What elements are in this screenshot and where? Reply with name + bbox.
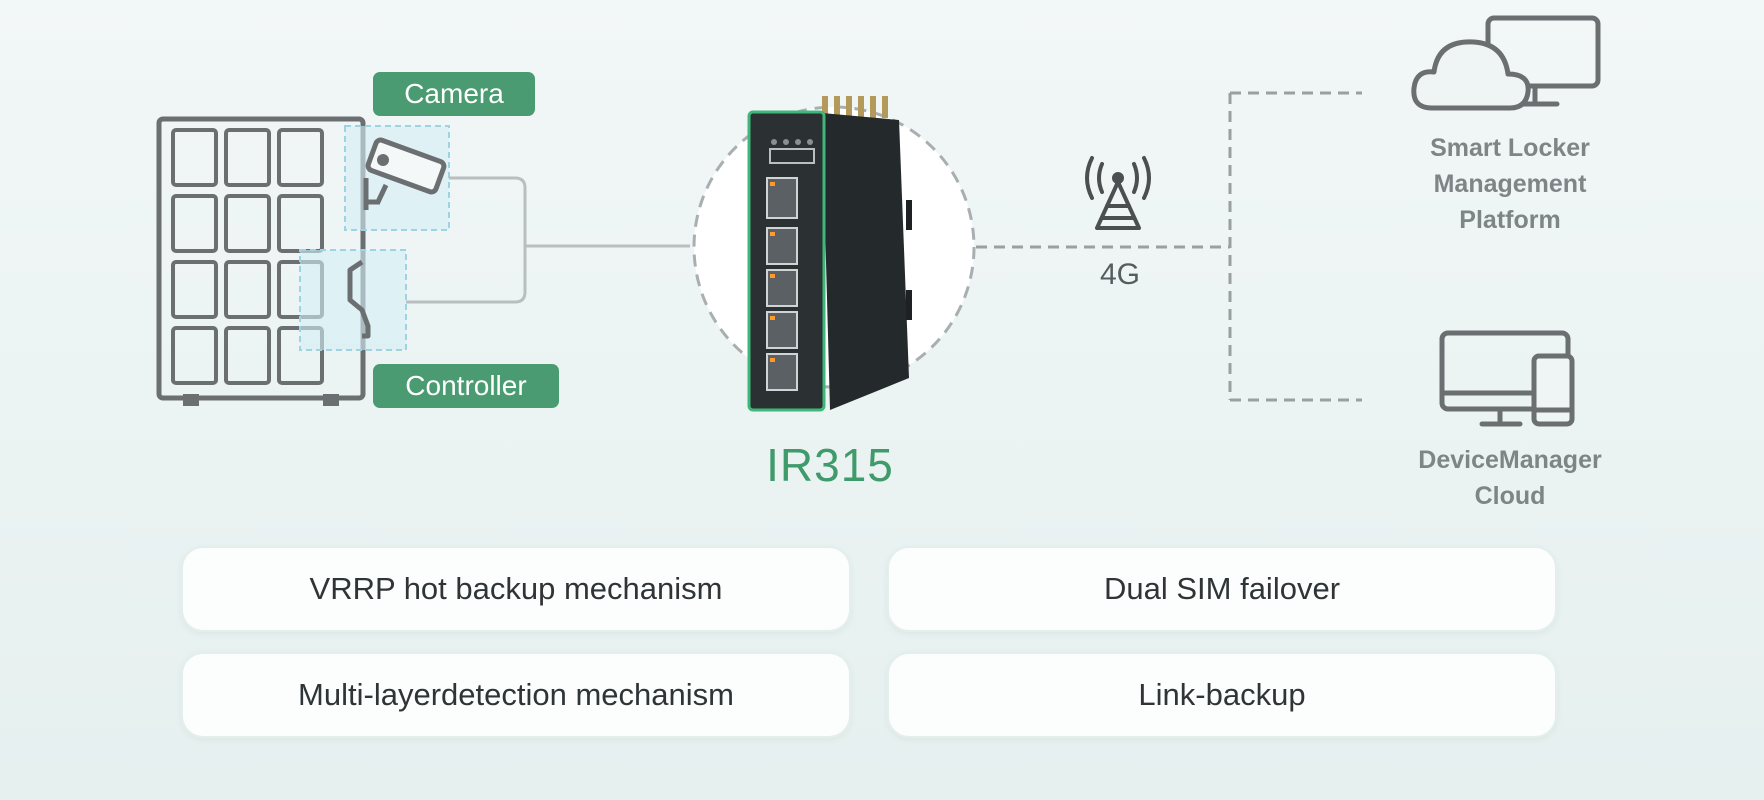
monitor-phone-icon <box>1439 330 1575 427</box>
feature-card: Link-backup <box>887 652 1557 738</box>
device-model-label: IR315 <box>766 439 894 491</box>
feature-card: VRRP hot backup mechanism <box>181 546 851 632</box>
platform-label: Smart Locker Management Platform <box>1430 134 1590 234</box>
controller-icon <box>347 259 371 339</box>
controller-tag: Controller <box>373 364 559 408</box>
cell-tower-icon <box>1085 156 1151 230</box>
camera-tag: Camera <box>373 72 535 116</box>
cloud-monitor-icon <box>1411 15 1601 111</box>
link-type-label: 4G <box>1099 258 1141 291</box>
cloud-connections <box>976 91 1362 402</box>
feature-card: Dual SIM failover <box>887 546 1557 632</box>
feature-card: Multi-layerdetection mechanism <box>181 652 851 738</box>
device-manager-label: DeviceManager Cloud <box>1418 446 1602 510</box>
device-connections <box>406 176 690 304</box>
router-device-icon <box>747 96 912 412</box>
camera-icon <box>363 137 447 210</box>
